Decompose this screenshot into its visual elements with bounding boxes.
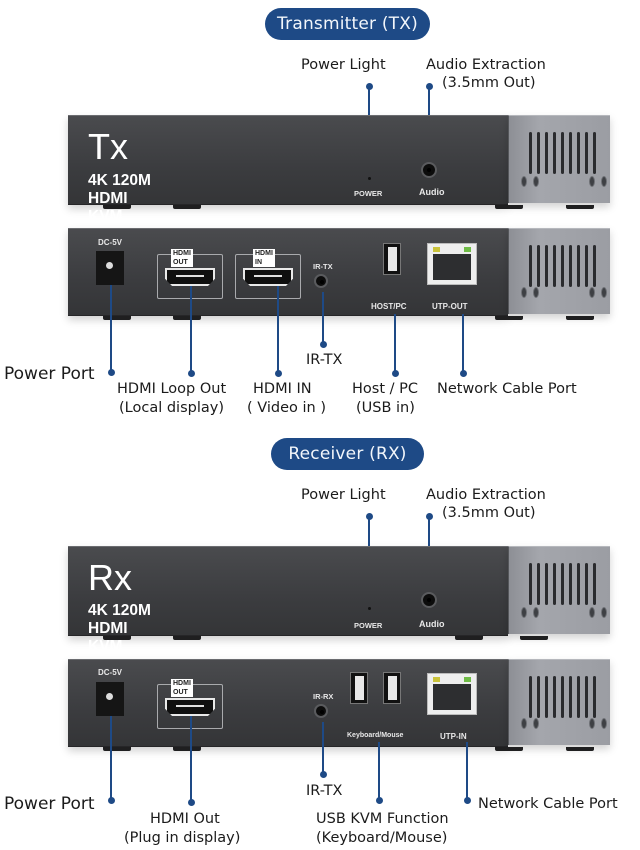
tx-audio-extraction-sublabel: (3.5mm Out) [442, 75, 536, 91]
rx-usb-tag: Keyboard/Mouse [347, 732, 404, 739]
tx-hdmi-loop-label: HDMI Loop Out [117, 381, 227, 397]
tx-rj45-tag: UTP-OUT [432, 302, 468, 311]
tx-device-mark: Tx [88, 126, 128, 167]
tx-power-led [368, 177, 371, 180]
tx-hdmi-in-dot [275, 370, 282, 377]
rx-audio-extraction-label: Audio Extraction [426, 487, 546, 503]
rx-usb-keyboard-port [350, 672, 368, 704]
tx-host-line [394, 314, 396, 372]
rx-rj45-tag: UTP-IN [440, 732, 467, 741]
tx-host-label: Host / PC [352, 381, 418, 397]
rx-rj45-port [427, 673, 477, 715]
rx-audio-extraction-sublabel: (3.5mm Out) [442, 505, 536, 521]
rx-audio-jack [421, 592, 437, 608]
tx-dc-power-port [96, 251, 124, 285]
tx-hdmi-in-port [243, 268, 293, 286]
tx-ir-label: IR-TX [306, 352, 343, 368]
tx-power-port-line [110, 285, 112, 371]
rx-power-port-line [110, 716, 112, 800]
receiver-title-pill: Receiver (RX) [271, 438, 424, 470]
tx-hdmi-loop-sublabel: (Local display) [119, 400, 224, 416]
tx-audio-tag: Audio [419, 187, 445, 197]
tx-power-tag: POWER [354, 189, 383, 198]
rx-ir-tag: IR-RX [313, 692, 334, 701]
transmitter-title-pill: Transmitter (TX) [265, 8, 430, 40]
rx-power-port-label: Power Port [4, 794, 95, 814]
tx-hdmi-out-tag: HDMI OUT [171, 249, 193, 267]
rx-power-port-dot [108, 797, 115, 804]
tx-hdmi-in-tag: HDMI IN [253, 249, 275, 267]
tx-ir-tag: IR-TX [313, 262, 333, 271]
rx-usb-line [378, 742, 380, 798]
rx-power-tag: POWER [354, 621, 383, 630]
rx-hdmi-out-port [165, 698, 215, 716]
rx-audio-tag: Audio [419, 619, 445, 629]
tx-power-port-dot [108, 369, 115, 376]
rx-network-line [466, 742, 468, 798]
rx-network-dot [464, 797, 471, 804]
tx-host-sublabel: (USB in) [356, 400, 415, 416]
rx-hdmi-out-tag: HDMI OUT [171, 679, 193, 697]
rx-device-mark: Rx [88, 557, 132, 598]
tx-ir-dot [320, 341, 327, 348]
rx-ir-jack [314, 704, 328, 718]
tx-ir-jack [314, 274, 328, 288]
rx-usb-mouse-port [383, 672, 401, 704]
tx-hdmi-out-port [165, 268, 215, 286]
tx-usb-host-port [383, 243, 401, 275]
rx-hdmi-out-sublabel: (Plug in display) [124, 830, 241, 846]
tx-rj45-port [427, 243, 477, 285]
tx-power-port-label: Power Port [4, 364, 95, 384]
tx-power-light-label: Power Light [301, 57, 386, 73]
rx-ir-label: IR-TX [306, 783, 343, 799]
tx-hdmi-loop-dot [188, 370, 195, 377]
rx-ir-dot [320, 771, 327, 778]
tx-usb-tag: HOST/PC [371, 302, 407, 311]
rx-dc-power-port [96, 682, 124, 716]
tx-ir-line [322, 292, 324, 342]
tx-network-dot [460, 370, 467, 377]
rx-usb-sublabel: (Keyboard/Mouse) [316, 830, 448, 846]
rx-hdmi-out-line [190, 716, 192, 800]
rx-network-label: Network Cable Port [478, 796, 618, 812]
rx-usb-dot [376, 797, 383, 804]
tx-dc-tag: DC-5V [98, 238, 123, 247]
rx-power-led [368, 607, 371, 610]
rx-dc-tag: DC-5V [98, 668, 123, 677]
tx-network-line [462, 314, 464, 372]
tx-host-dot [392, 370, 399, 377]
tx-hdmi-in-line [277, 286, 279, 372]
rx-hdmi-out-label: HDMI Out [150, 811, 220, 827]
tx-audio-extraction-label: Audio Extraction [426, 57, 546, 73]
rx-ir-line [322, 722, 324, 772]
rx-usb-label: USB KVM Function [316, 811, 449, 827]
tx-network-label: Network Cable Port [437, 381, 577, 397]
tx-audio-jack [421, 162, 437, 178]
tx-hdmi-loop-line [190, 286, 192, 372]
tx-hdmi-in-sublabel: ( Video in ) [247, 400, 326, 416]
rx-hdmi-out-dot [188, 799, 195, 806]
tx-hdmi-in-label: HDMI IN [253, 381, 312, 397]
rx-power-light-label: Power Light [301, 487, 386, 503]
